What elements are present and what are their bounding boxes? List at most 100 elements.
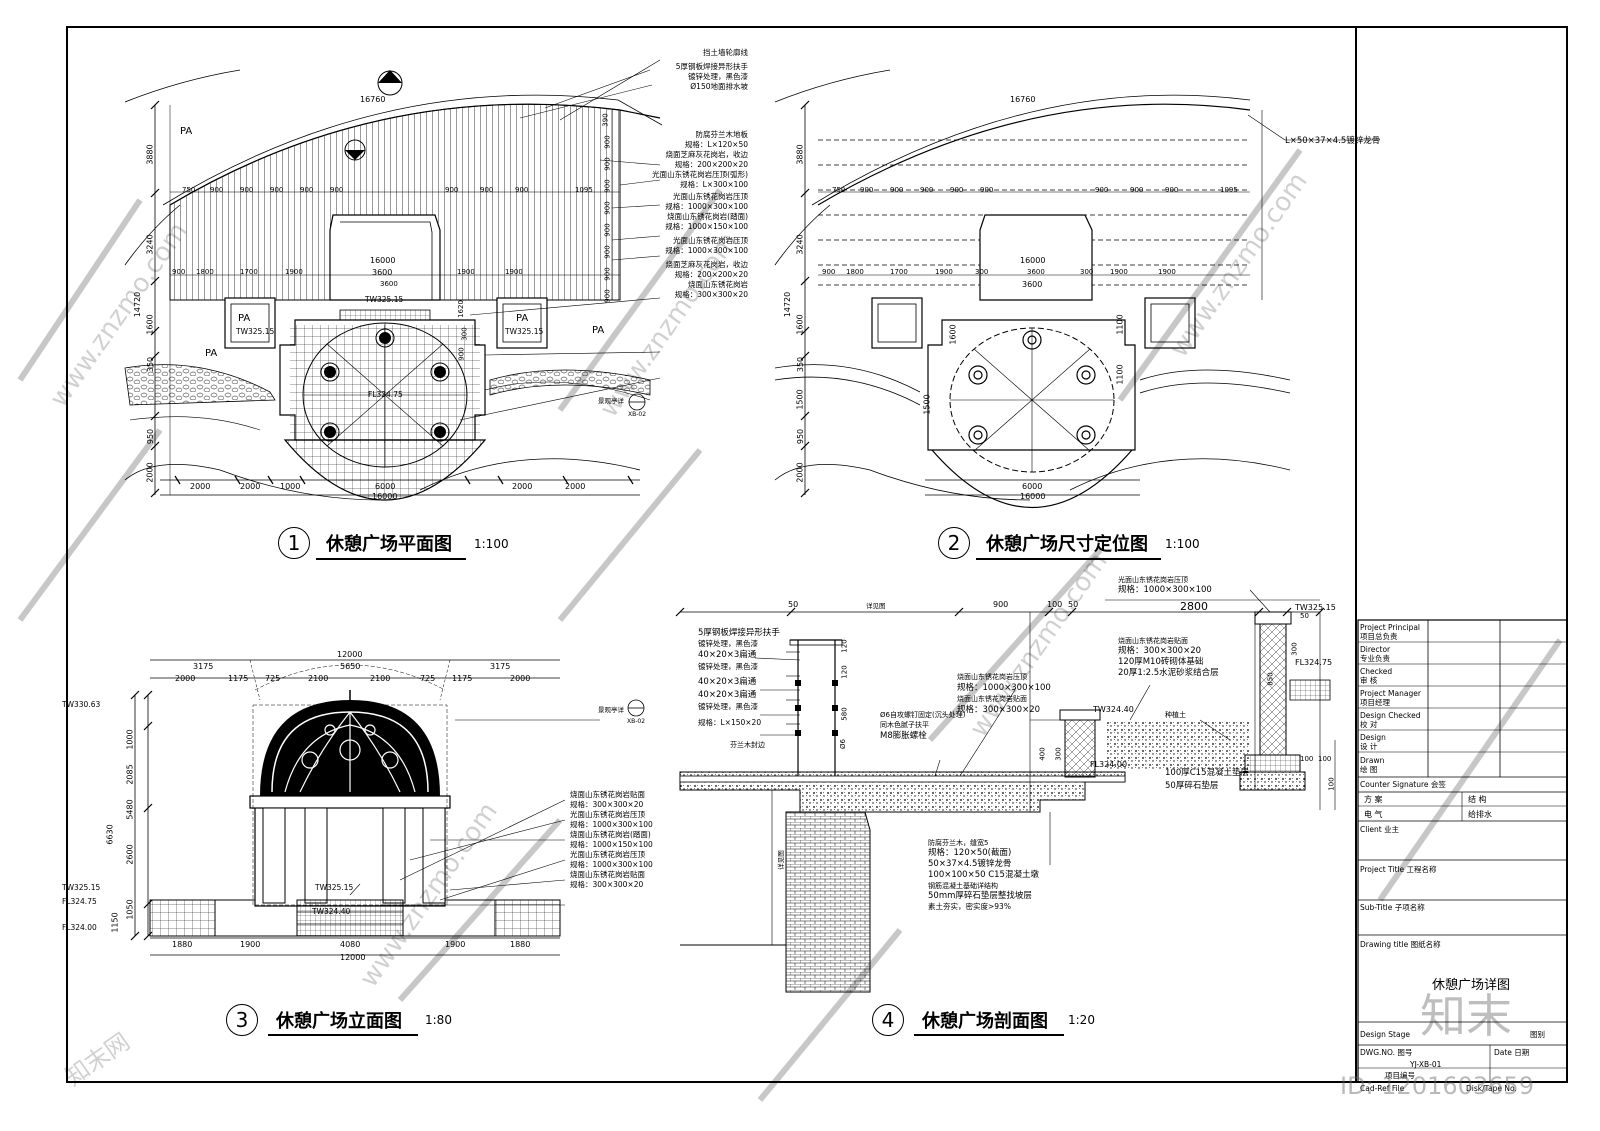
plan2-dim-mid: 300: [1080, 268, 1094, 276]
tb-design-stage: Design Stage: [1360, 1030, 1410, 1039]
elev-dim-top-row2: 2100: [370, 674, 391, 683]
plan1-dim-right: 900: [603, 157, 612, 171]
note: 100×100×50 C15混凝土墩: [928, 870, 1039, 880]
section-dim-left: Ø6: [838, 739, 847, 749]
note: 40×20×3扁通: [698, 650, 757, 660]
elev-dim-top-total: 12000: [337, 650, 363, 659]
section-dim-top: 50: [1068, 600, 1079, 609]
section-title-underline: [914, 1034, 1064, 1036]
section-dim-left: 120: [840, 665, 849, 679]
tb-dwg-no-value: YJ-XB-01: [1410, 1060, 1442, 1069]
note: 50×37×4.5镀锌龙骨: [928, 859, 1012, 869]
elev-dim-left: 2085: [125, 764, 135, 785]
tb-role-cn: 设 计: [1360, 742, 1378, 751]
plan1-dim-bottom: 2000: [512, 482, 533, 491]
note: 规格：L×120×50: [684, 140, 748, 149]
plan2-dim-top: 750: [832, 186, 846, 194]
tb-dwg-no: DWG.NO. 图号: [1360, 1048, 1413, 1057]
note: 规格：1000×150×100: [665, 222, 748, 231]
plan2-dim-mid: 300: [975, 268, 989, 276]
tb-role-en: Design: [1360, 733, 1386, 742]
note: 规格：L×150×20: [698, 718, 762, 727]
elev-callout-text: 景观亭详: [598, 706, 624, 714]
plan2-dim-mid: 900: [822, 268, 836, 276]
elev-dim-bottom: 1880: [510, 940, 531, 949]
plan2-inner-dim: 1100: [1115, 314, 1125, 335]
plan2-dim-mid: 1900: [935, 268, 953, 276]
plan1-inner-dim: 3600: [372, 268, 393, 277]
note: 5厚钢板焊接异形扶手: [675, 62, 748, 71]
note: 规格：1000×300×100: [665, 202, 748, 211]
elev-dim-left: 2600: [125, 844, 135, 865]
tb-role-cn: 项目总负责: [1360, 632, 1398, 641]
plan1-dim-left: 3880: [145, 144, 155, 165]
section-elevation: FL324.00: [1090, 760, 1128, 769]
tb-sign-cell: 电 气: [1364, 810, 1383, 819]
plan2-inner-dim: 3600: [1022, 280, 1043, 289]
watermark-logo: 知末: [1420, 989, 1512, 1043]
plan1-dim-right: 900: [603, 267, 612, 281]
plan1-scale: 1:100: [474, 537, 509, 551]
elev-elevation: FL324.00: [62, 923, 97, 932]
section-notes-left: 5厚钢板焊接异形扶手 镀锌处理，黑色漆 40×20×3扁通 镀锌处理，黑色漆 4…: [698, 628, 780, 728]
plan2-dim-mid: 1900: [1158, 268, 1176, 276]
elev-number-circle: 3: [226, 1004, 258, 1036]
note: 光面山东锈花岗岩压顶: [1118, 576, 1188, 584]
plan2-title: 休憩广场尺寸定位图: [986, 534, 1148, 555]
note: 烧面山东锈花岗岩(踏面): [667, 212, 748, 221]
note: 规格：1000×300×100: [957, 683, 1051, 693]
plan1-dim-bottom: 2000: [240, 482, 261, 491]
note: 规格：1000×300×100: [665, 246, 748, 255]
elev-title: 休憩广场立面图: [276, 1011, 402, 1032]
section-elevation: TW325.15: [1295, 603, 1336, 612]
plan1-elevation: TW325.15: [365, 295, 404, 304]
plan2-dim-bottom: 6000: [1022, 482, 1043, 491]
plan1-dim-mid: 1700: [240, 268, 258, 276]
section-note-soil: 种植土: [1165, 711, 1186, 719]
section-dim-top: 900: [993, 600, 1009, 609]
plan2-dim-top: 900: [1165, 186, 1179, 194]
plan1-dim-bottom: 16000: [372, 492, 398, 501]
elev-elevation: FL324.75: [62, 897, 97, 906]
elev-dim-bottom: 12000: [340, 953, 366, 962]
elev-dim-left: 1150: [110, 912, 120, 933]
note: 120厚M10砖砌体基础: [1118, 657, 1204, 667]
plan1-dim-right: 900: [603, 179, 612, 193]
elev-elevation: TW325.15: [315, 883, 354, 892]
note: 光面山东锈花岗岩压顶: [673, 192, 748, 201]
note: 同木色腻子扶平: [880, 721, 929, 729]
note: 烧面山东锈花岗岩贴面: [957, 695, 1027, 703]
plan1-title-underline: [316, 558, 466, 560]
elev-dim-left: 1050: [125, 899, 135, 920]
note: 烧面山东锈花岗岩: [688, 280, 748, 289]
note: 防腐芬兰木，缝宽5: [928, 839, 989, 847]
note: 规格：200×200×20: [674, 270, 748, 279]
note: 40×20×3扁通: [698, 690, 757, 700]
tb-role-cn: 校 对: [1360, 720, 1378, 729]
plan1-dim-bottom: 2000: [565, 482, 586, 491]
elev-dim-top-row2: 725: [420, 674, 436, 683]
elev-dim-bottom: 1900: [240, 940, 261, 949]
plan2-dim-top: 900: [890, 186, 904, 194]
plan1-label-pa: PA: [205, 348, 218, 359]
elev-dim-left: 1000: [125, 729, 135, 750]
section-small-dim: 300: [1054, 747, 1063, 761]
elev-dim-top-row1: 3175: [193, 662, 214, 671]
section-elevation: FL324.75: [1295, 658, 1333, 667]
elev-dim-top-row2: 1175: [452, 674, 473, 683]
note: 挡土墙轮廓线: [703, 48, 748, 57]
section-dim-right: 300: [1290, 642, 1299, 656]
tb-cad-ref: Cad-Ref File: [1360, 1084, 1405, 1093]
plan1-dim-top: 900: [330, 186, 344, 194]
tb-role-en: Director: [1360, 645, 1391, 654]
plan1-dim-right: 390: [601, 113, 610, 127]
note: 规格：200×200×20: [674, 160, 748, 169]
plan1-dim-right: 900: [603, 135, 612, 149]
plan1-dim-bottom: 6000: [375, 482, 396, 491]
note: 50mm厚碎石垫层整找坡层: [928, 891, 1032, 901]
elev-dim-top-row1: 3175: [490, 662, 511, 671]
plan1-dim-top: 900: [515, 186, 529, 194]
elev-dim-bottom: 4080: [340, 940, 361, 949]
note: 规格：1000×150×100: [570, 840, 653, 849]
